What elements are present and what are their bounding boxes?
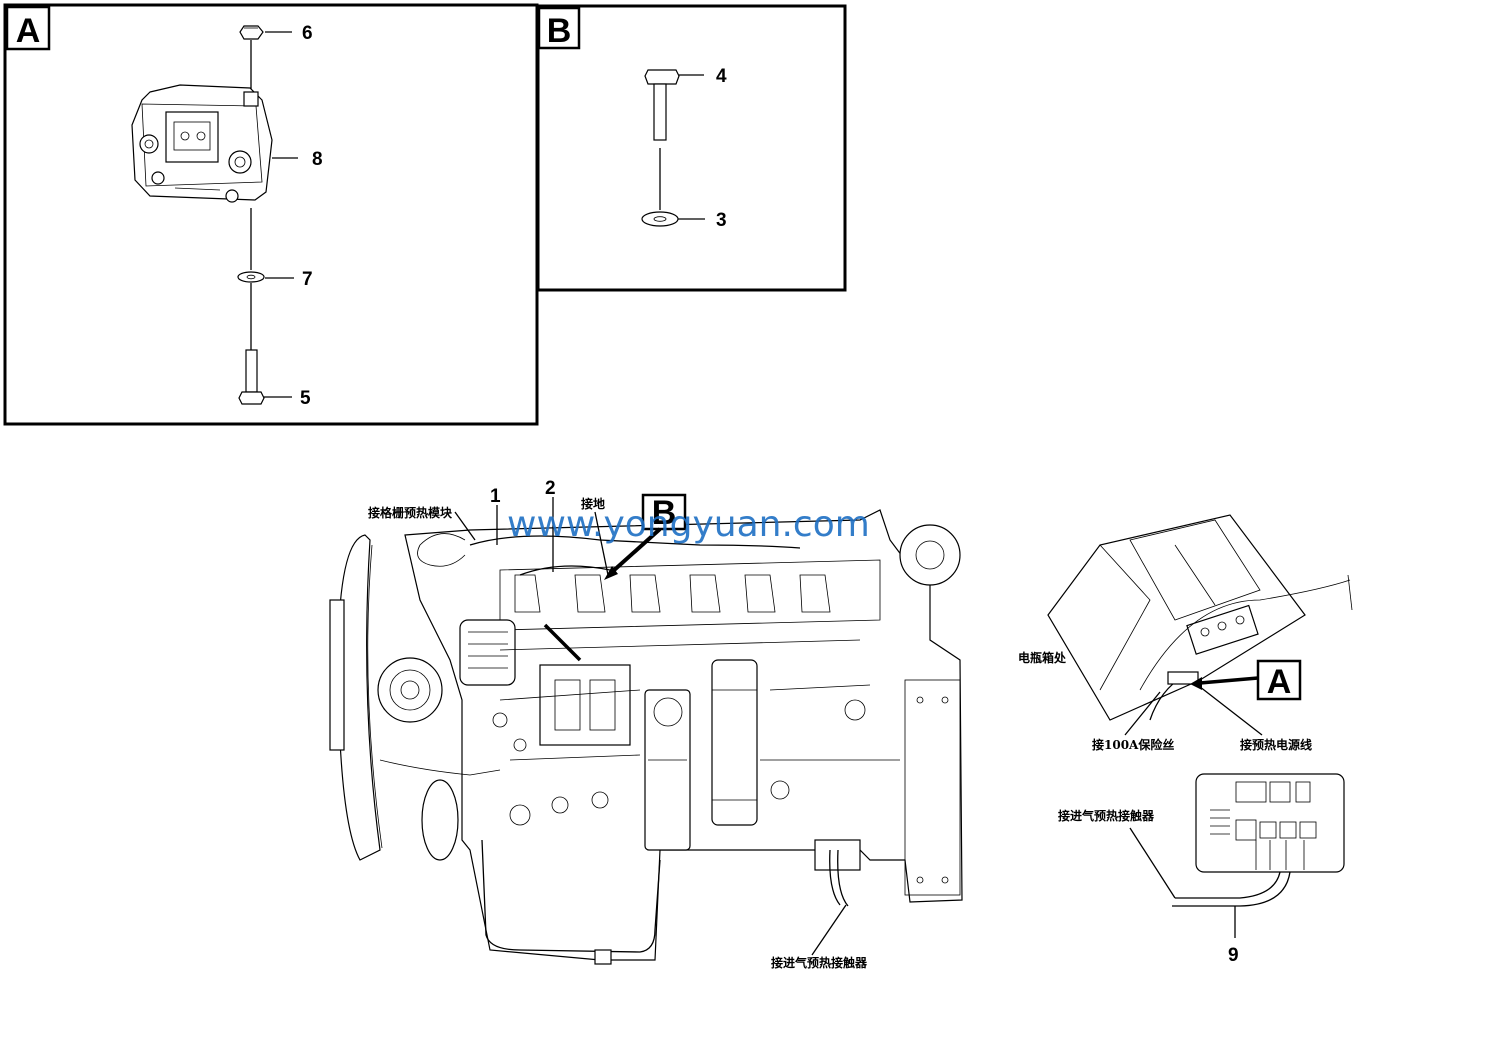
panel-b-tag: B [547,12,572,50]
engine-view: 1 2 接格栅预热模块 接地 B 接进气预热接触器 www.yongyuan.c… [329,478,963,970]
label-fuse-100a: 接100A保险丝 [1092,737,1174,752]
callout-6: 6 [302,23,313,44]
flat-washer-part [641,211,679,227]
engine-b-tag: B [652,494,677,532]
label-preheat-power-line: 接预热电源线 [1240,737,1312,752]
panel-b-tag-box [537,6,581,50]
watermark: www.yongyuan.com [507,504,870,545]
battery-a-tag: A [1267,663,1292,701]
callout-5: 5 [300,388,311,409]
panel-b: B 4 3 [536,4,847,292]
battery-box-view: 电瓶箱处 A 接100A保险丝 接预热电源线 [1018,514,1353,752]
label-contactor: 接进气预热接触器 [1058,808,1155,823]
callout-7: 7 [302,269,313,290]
fan-hub [329,534,459,861]
panel-a-tag: A [16,12,41,50]
callout-8: 8 [312,149,323,170]
engine-b-tag-box [641,493,687,531]
flange-bolt-part [644,69,680,141]
label-ground: 接地 [581,496,605,511]
label-intake-preheat-contactor: 接进气预热接触器 [771,955,868,970]
callout-3: 3 [716,210,727,231]
bolt-part [238,349,265,405]
washer-part [237,271,265,283]
panel-a-tag-box [5,5,51,51]
panel-a: A 6 8 [3,3,539,426]
callout-9: 9 [1228,945,1239,966]
panel-a-frame [3,3,539,426]
callout-4: 4 [716,66,727,87]
contactor-view: 接进气预热接触器 9 [1058,773,1345,966]
label-battery-box: 电瓶箱处 [1018,650,1067,665]
label-grid-heater-module: 接格栅预热模块 [368,505,453,520]
panel-b-frame [536,4,847,292]
engine-block [379,509,963,965]
battery-a-tag-box [1256,659,1302,701]
callout-1: 1 [490,486,501,507]
nut-part [239,25,264,40]
callout-2: 2 [545,478,556,499]
preheat-module-part [131,84,273,203]
